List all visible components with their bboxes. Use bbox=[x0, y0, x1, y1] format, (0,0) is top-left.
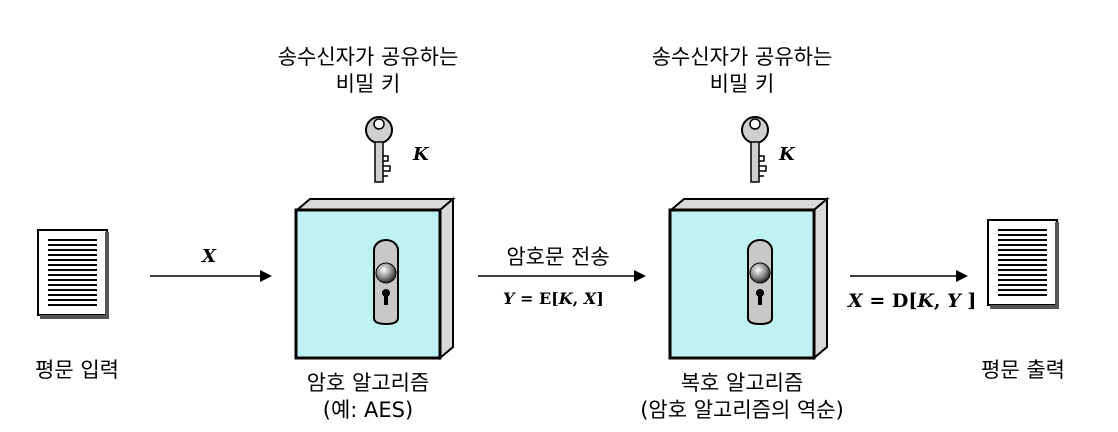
encryption-algorithm-example: (예: AES) bbox=[322, 398, 414, 422]
decryption-key-caption-line1: 송수신자가 공유하는 bbox=[651, 45, 833, 69]
encryption-key-caption-line1: 송수신자가 공유하는 bbox=[277, 45, 459, 69]
ciphertext-formula-eq: = E[ bbox=[514, 289, 559, 308]
decryption-algorithm-note: (암호 알고리즘의 역순) bbox=[640, 398, 844, 422]
decryption-algorithm-box bbox=[668, 196, 830, 361]
ciphertext-formula: Y = E[K, X] bbox=[503, 289, 604, 308]
decryption-lock-icon bbox=[747, 238, 773, 326]
decryption-algorithm-caption: 복호 알고리즘 (암호 알고리즘의 역순) bbox=[612, 370, 872, 424]
output-formula-lhs: X bbox=[848, 290, 863, 312]
decryption-algorithm-name: 복호 알고리즘 bbox=[680, 371, 804, 395]
plaintext-output-label: 평문 출력 bbox=[981, 358, 1065, 382]
ciphertext-formula-end: ] bbox=[596, 289, 604, 308]
decryption-key-caption: 송수신자가 공유하는 비밀 키 bbox=[622, 44, 862, 98]
decryption-key-symbol: K bbox=[779, 144, 795, 165]
ciphertext-formula-sep: , bbox=[572, 289, 584, 308]
encryption-key-caption-line2: 비밀 키 bbox=[335, 72, 401, 96]
encryption-key-caption: 송수신자가 공유하는 비밀 키 bbox=[248, 44, 488, 98]
ciphertext-formula-key: K bbox=[558, 289, 573, 308]
transmit-label: 암호문 전송 bbox=[506, 245, 610, 269]
decryption-key-caption-line2: 비밀 키 bbox=[709, 72, 775, 96]
ciphertext-formula-x: X bbox=[583, 289, 597, 308]
plaintext-output-document-icon bbox=[987, 219, 1059, 309]
output-formula-y: Y bbox=[947, 290, 961, 312]
output-formula-key: K bbox=[917, 290, 934, 312]
output-formula-sep: , bbox=[933, 290, 948, 312]
decryption-key-icon bbox=[741, 116, 769, 183]
output-formula-eq: = D[ bbox=[862, 290, 918, 312]
plaintext-input-document-icon bbox=[37, 229, 109, 319]
plaintext-input-label: 평문 입력 bbox=[35, 358, 119, 382]
encryption-algorithm-box bbox=[294, 196, 456, 361]
encryption-algorithm-name: 암호 알고리즘 bbox=[306, 371, 430, 395]
input-symbol: X bbox=[202, 246, 216, 267]
input-symbol-text: X bbox=[202, 246, 216, 267]
encryption-key-symbol: K bbox=[413, 144, 429, 165]
output-formula-end: ] bbox=[960, 290, 977, 312]
encryption-key-icon bbox=[365, 116, 393, 183]
encryption-algorithm-caption: 암호 알고리즘 (예: AES) bbox=[268, 370, 468, 424]
decryption-key-symbol-text: K bbox=[779, 144, 795, 165]
encryption-key-symbol-text: K bbox=[413, 144, 429, 165]
encryption-lock-icon bbox=[373, 238, 399, 326]
ciphertext-formula-lhs: Y bbox=[503, 289, 515, 308]
output-formula: X = D[K, Y ] bbox=[848, 290, 976, 312]
